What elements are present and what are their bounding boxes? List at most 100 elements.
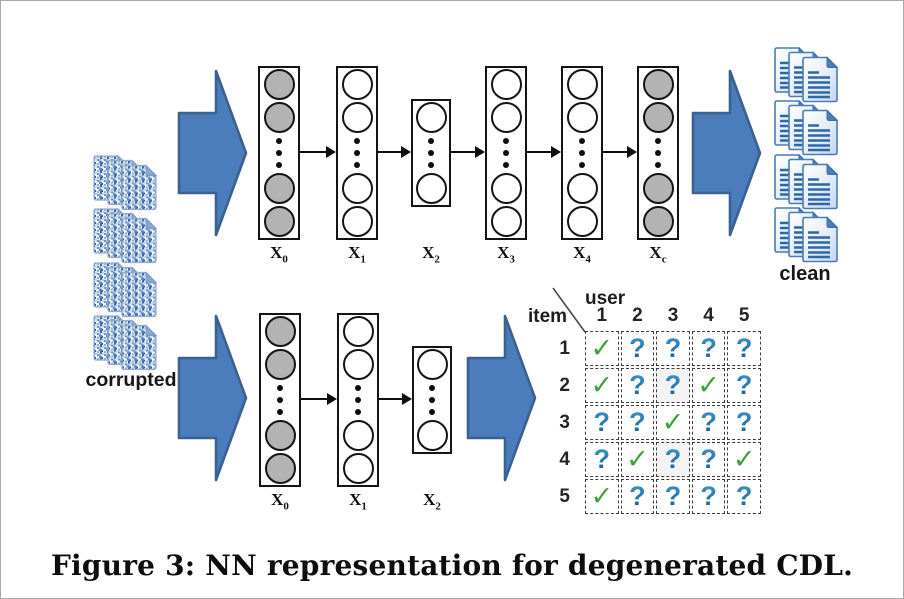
matrix-col-header: 4 bbox=[703, 305, 714, 326]
question-icon: ? bbox=[664, 444, 682, 474]
check-icon: ✓ bbox=[661, 407, 685, 438]
neuron-node bbox=[490, 69, 522, 100]
layer-label-x3: X3 bbox=[497, 243, 515, 266]
layer-connector-arrow bbox=[379, 392, 412, 406]
nn-layer-xc bbox=[637, 66, 679, 240]
clean-label: clean bbox=[779, 263, 831, 285]
layer-connector-arrow bbox=[378, 145, 411, 159]
matrix-cell: ? bbox=[656, 442, 690, 477]
layer-connector-arrow bbox=[603, 145, 637, 159]
connector-line bbox=[301, 398, 330, 400]
connector-line bbox=[300, 151, 329, 153]
neuron-node bbox=[263, 173, 295, 204]
question-icon: ? bbox=[664, 481, 682, 511]
corrupted-doc-stack-icon bbox=[93, 208, 157, 264]
connector-line bbox=[603, 151, 630, 153]
ellipsis-dots bbox=[429, 385, 435, 415]
matrix-cell: ✓ bbox=[727, 442, 761, 477]
matrix-cell: ✓ bbox=[691, 368, 726, 403]
matrix-col-header: 2 bbox=[632, 305, 643, 326]
clean-doc-stack-icon bbox=[773, 206, 839, 263]
neuron-node bbox=[341, 102, 373, 133]
layer-label-x2: X2 bbox=[422, 243, 440, 266]
matrix-cell: ? bbox=[691, 479, 726, 514]
nn-layer-x1 bbox=[336, 66, 378, 240]
nn-layer-x0 bbox=[258, 66, 300, 240]
matrix-col-header: 3 bbox=[667, 305, 679, 326]
corrupted-doc-stack-icon bbox=[93, 315, 157, 371]
matrix-cell: ? bbox=[585, 405, 619, 440]
check-icon: ✓ bbox=[590, 370, 614, 401]
neuron-node bbox=[642, 206, 674, 237]
matrix-row-header: 1 bbox=[559, 338, 570, 359]
matrix-row-header: 4 bbox=[559, 449, 570, 470]
question-icon: ? bbox=[700, 333, 717, 363]
matrix-cell: ? bbox=[585, 442, 619, 477]
neuron-node bbox=[490, 173, 522, 204]
ellipsis-dots bbox=[276, 138, 282, 168]
matrix-row-headers: 1 2 3 4 5 bbox=[551, 330, 577, 515]
neuron-node bbox=[642, 102, 674, 133]
ellipsis-dots bbox=[579, 138, 585, 168]
matrix-cell: ✓ bbox=[620, 442, 655, 477]
neuron-node bbox=[264, 349, 296, 380]
layer-connector-arrow bbox=[300, 145, 336, 159]
neuron-node bbox=[642, 173, 674, 204]
connector-arrowhead bbox=[326, 146, 336, 158]
ellipsis-dots bbox=[503, 138, 509, 168]
question-icon: ? bbox=[629, 481, 646, 511]
connector-line bbox=[527, 151, 554, 153]
neuron-node bbox=[490, 206, 522, 237]
connector-line bbox=[378, 151, 404, 153]
matrix-cell: ✓ bbox=[585, 368, 619, 403]
clean-documents bbox=[773, 46, 841, 266]
layer-label-x1: X1 bbox=[348, 243, 366, 266]
matrix-row-header: 5 bbox=[559, 486, 570, 507]
matrix-cell: ? bbox=[727, 479, 761, 514]
ellipsis-dots bbox=[355, 385, 361, 415]
connector-arrowhead bbox=[475, 146, 485, 158]
connector-arrowhead bbox=[627, 146, 637, 158]
flow-arrow-bottom-input bbox=[177, 314, 248, 482]
connector-line bbox=[379, 398, 405, 400]
check-icon: ✓ bbox=[697, 370, 720, 401]
matrix-cell: ? bbox=[691, 405, 726, 440]
neuron-node bbox=[341, 173, 373, 204]
figure-caption: Figure 3: NN representation for degenera… bbox=[50, 549, 854, 582]
neuron-node bbox=[490, 102, 522, 133]
matrix-item-axis-label: item bbox=[528, 306, 568, 327]
check-icon: ✓ bbox=[626, 444, 649, 475]
connector-arrowhead bbox=[551, 146, 561, 158]
connector-arrowhead bbox=[402, 393, 412, 405]
question-icon: ? bbox=[664, 333, 682, 363]
neuron-node bbox=[342, 420, 374, 451]
matrix-row-header: 2 bbox=[559, 375, 570, 396]
neuron-node bbox=[341, 69, 373, 100]
matrix-row-header: 3 bbox=[559, 412, 570, 433]
neuron-node bbox=[264, 316, 296, 347]
neuron-node bbox=[342, 453, 374, 484]
layer-label-xc: Xc bbox=[649, 243, 667, 266]
neuron-node bbox=[415, 173, 447, 204]
matrix-cell: ? bbox=[620, 368, 655, 403]
matrix-cell: ? bbox=[691, 331, 726, 366]
neuron-node bbox=[566, 102, 598, 133]
question-icon: ? bbox=[735, 481, 753, 511]
neuron-node bbox=[341, 206, 373, 237]
neuron-node bbox=[342, 349, 374, 380]
question-icon: ? bbox=[735, 407, 753, 437]
clean-doc-stack-icon bbox=[773, 153, 839, 210]
question-icon: ? bbox=[700, 444, 717, 474]
matrix-cell: ? bbox=[656, 368, 690, 403]
matrix-diagonal-line bbox=[552, 287, 586, 333]
flow-arrow-top-input bbox=[177, 69, 248, 237]
corrupted-doc-stack-icon bbox=[93, 262, 157, 318]
flow-arrow-bottom-output bbox=[466, 314, 537, 482]
nn-layer-x0 bbox=[259, 313, 301, 487]
layer-connector-arrow bbox=[527, 145, 561, 159]
matrix-cell: ✓ bbox=[585, 479, 619, 514]
check-icon: ✓ bbox=[590, 481, 614, 512]
matrix-cell: ? bbox=[656, 331, 690, 366]
